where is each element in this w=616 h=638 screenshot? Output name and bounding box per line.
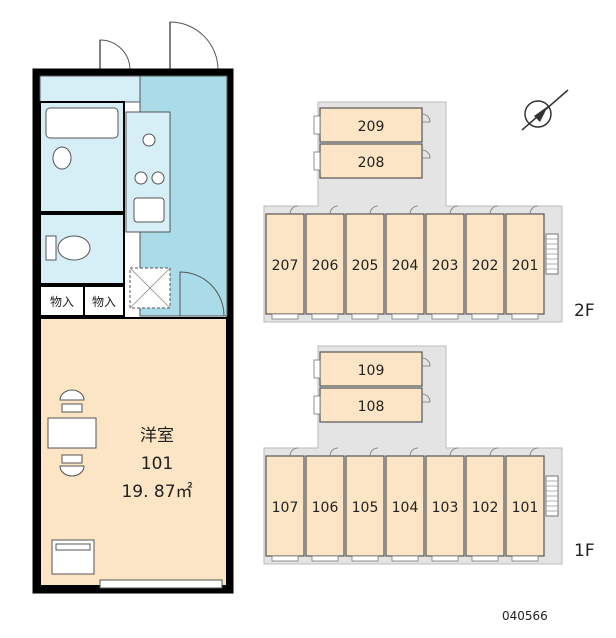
unit-label: 108: [358, 399, 385, 415]
floor-1f-label: 1F: [574, 541, 595, 561]
entrance-door-right: [169, 21, 219, 71]
unit-105: [345, 455, 385, 557]
kitchen-sink: [133, 197, 165, 223]
unit-203: [425, 213, 465, 315]
balcony-window: [99, 579, 223, 589]
closet-right: [83, 285, 125, 317]
stove-burner: [142, 133, 156, 147]
bathtub: [45, 107, 119, 139]
unit-204: [385, 213, 425, 315]
unit-label: 103: [432, 500, 459, 516]
unit-205: [345, 213, 385, 315]
unit-label: 209: [358, 119, 385, 135]
unit-label: 207: [272, 258, 299, 274]
table: [47, 417, 97, 449]
north-arrow-icon: [521, 89, 569, 131]
unit-101: [505, 455, 545, 557]
floor-2f: 209 208 207 206 205 204 203 202 201: [263, 101, 563, 323]
unit-label: 105: [352, 500, 379, 516]
plan-code: 040566: [502, 609, 548, 623]
unit-label: 104: [392, 500, 419, 516]
floor-plan: 物入 物入 洋室 101 19. 87㎡: [32, 21, 234, 594]
unit-109: [319, 351, 423, 387]
unit-label: 204: [392, 258, 419, 274]
unit-207: [265, 213, 305, 315]
unit-208: [319, 143, 423, 179]
unit-107: [265, 455, 305, 557]
chair-top: [59, 389, 85, 401]
unit-label: 106: [312, 500, 339, 516]
unit-206: [305, 213, 345, 315]
toilet: [57, 235, 91, 261]
unit-108: [319, 387, 423, 423]
room-number: 101: [141, 454, 173, 474]
entrance-door-left: [99, 39, 131, 71]
unit-102: [465, 455, 505, 557]
unit-label: 203: [432, 258, 459, 274]
unit-label: 109: [358, 363, 385, 379]
unit-label: 205: [352, 258, 379, 274]
unit-label: 201: [512, 258, 539, 274]
unit-label: 107: [272, 500, 299, 516]
entry-area: [39, 75, 141, 103]
unit-label: 102: [472, 500, 499, 516]
chair-bottom: [59, 465, 85, 477]
floor-1f: 109 108 107 106 105 104 103 102 101: [263, 345, 563, 565]
unit-label: 208: [358, 155, 385, 171]
room-type: 洋室: [140, 426, 174, 446]
unit-209: [319, 107, 423, 143]
closet-right-label: 物入: [92, 295, 116, 309]
sink: [52, 146, 72, 170]
unit-label: 202: [472, 258, 499, 274]
floor-2f-label: 2F: [574, 301, 595, 321]
room-area: 19. 87㎡: [121, 482, 192, 502]
unit-label: 206: [312, 258, 339, 274]
closet-left-label: 物入: [50, 295, 74, 309]
unit-label: 101: [512, 500, 539, 516]
